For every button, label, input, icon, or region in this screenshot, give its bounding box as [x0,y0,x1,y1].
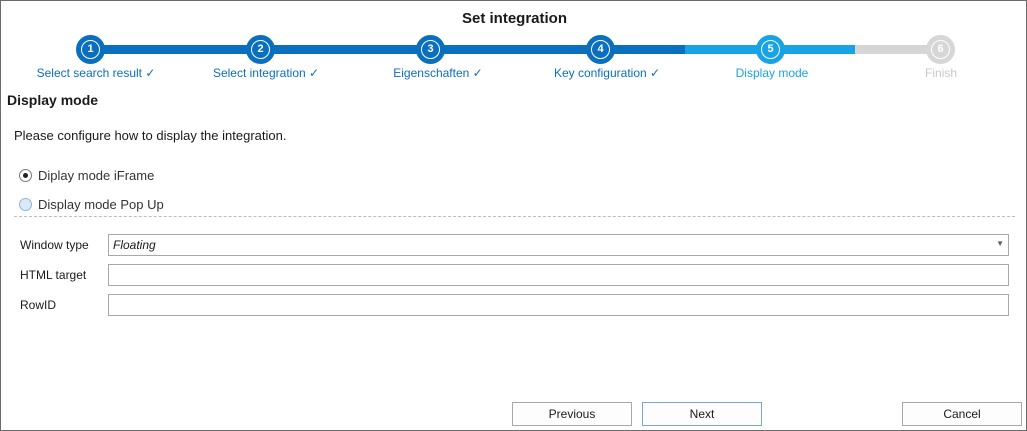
previous-button[interactable]: Previous [512,402,632,426]
wizard-step-5: 5 [756,35,785,64]
wizard-progress: 1 2 3 4 5 6 Select search result ✓ Selec… [1,34,1027,84]
wizard-step-1-label: Select search result ✓ [36,66,156,80]
radio-button-checked[interactable] [19,168,32,182]
dropdown-arrow-icon[interactable]: ▼ [996,239,1004,248]
wizard-segment-4-5-current [685,45,770,54]
radio-display-popup[interactable]: Display mode Pop Up [19,195,164,213]
window-type-label: Window type [20,238,89,252]
wizard-segment-3-4 [430,45,600,54]
step-number: 6 [931,40,950,59]
rowid-input[interactable] [108,294,1009,316]
wizard-segment-2-3 [260,45,430,54]
wizard-segment-1-2 [90,45,260,54]
wizard-step-4-label: Key configuration ✓ [553,66,661,80]
wizard-segment-5-6 [770,45,855,54]
window-type-value: Floating [113,238,156,252]
dialog-title: Set integration [461,10,567,27]
step-number: 3 [421,40,440,59]
window-type-select[interactable]: Floating ▼ [108,234,1009,256]
html-target-input[interactable] [108,264,1009,286]
wizard-step-1: 1 [76,35,105,64]
wizard-step-5-label: Display mode [735,66,809,80]
section-title: Display mode [7,92,99,108]
wizard-step-4: 4 [586,35,615,64]
section-intro: Please configure how to display the inte… [14,128,287,143]
cancel-button[interactable]: Cancel [902,402,1022,426]
step-number: 4 [591,40,610,59]
wizard-step-6-label: Finish [924,66,957,80]
wizard-step-3: 3 [416,35,445,64]
divider [14,216,1015,217]
wizard-segment-5-6-pending [855,45,940,54]
step-number: 5 [761,40,780,59]
radio-display-iframe[interactable]: Diplay mode iFrame [19,166,154,184]
wizard-step-3-label: Eigenschaften ✓ [393,66,483,80]
next-button[interactable]: Next [642,402,762,426]
html-target-label: HTML target [20,268,87,282]
wizard-segment-4-5 [600,45,685,54]
radio-label: Display mode Pop Up [38,196,164,212]
wizard-step-6: 6 [926,35,955,64]
radio-label: Diplay mode iFrame [38,167,155,183]
wizard-step-2-label: Select integration ✓ [212,66,320,80]
wizard-step-2: 2 [246,35,275,64]
step-number: 2 [251,40,270,59]
radio-button-unchecked[interactable] [19,197,32,211]
step-number: 1 [81,40,100,59]
rowid-label: RowID [20,298,57,312]
